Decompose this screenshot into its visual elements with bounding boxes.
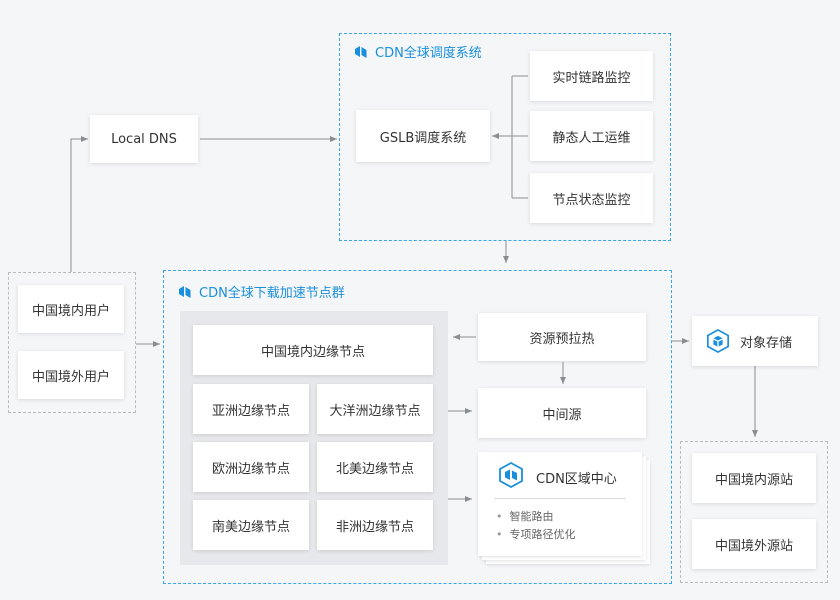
user-domestic: 中国境内用户 xyxy=(18,285,124,333)
gslb-label: GSLB调度系统 xyxy=(379,130,467,146)
origin-label: 中国境内源站 xyxy=(714,472,793,488)
monitor-label: 实时链路监控 xyxy=(552,70,631,86)
monitor-label: 静态人工运维 xyxy=(552,130,631,146)
monitor-manual-ops: 静态人工运维 xyxy=(530,111,653,161)
edge-node-africa: 非洲边缘节点 xyxy=(317,500,433,550)
local-dns-label: Local DNS xyxy=(111,131,177,147)
prefetch-box: 资源预拉热 xyxy=(478,313,646,361)
divider xyxy=(494,498,626,499)
user-label: 中国境外用户 xyxy=(31,369,110,385)
user-label: 中国境内用户 xyxy=(31,303,110,319)
origin-overseas: 中国境外源站 xyxy=(692,519,816,569)
feature-item: 智能路由 xyxy=(496,508,576,526)
edge-node-label: 中国境内边缘节点 xyxy=(260,344,365,360)
edge-node-label: 亚洲边缘节点 xyxy=(211,403,290,419)
region-center-icon xyxy=(498,461,524,489)
edge-node-label: 非洲边缘节点 xyxy=(335,519,414,535)
monitor-realtime-link: 实时链路监控 xyxy=(530,51,653,101)
origins-group xyxy=(680,441,828,583)
cdn-nodes-title: CDN全球下载加速节点群 xyxy=(177,282,345,301)
region-center-title: CDN区域中心 xyxy=(536,472,617,487)
object-storage-box: 对象存储 xyxy=(692,316,818,366)
cdn-dispatch-title-text: CDN全球调度系统 xyxy=(375,46,482,61)
edge-node-south-america: 南美边缘节点 xyxy=(193,500,309,550)
users-group xyxy=(8,272,136,413)
prefetch-label: 资源预拉热 xyxy=(529,331,595,347)
edge-node-europe: 欧洲边缘节点 xyxy=(193,442,309,492)
origin-domestic: 中国境内源站 xyxy=(692,453,816,503)
cdn-node-group xyxy=(163,270,672,584)
region-center-card: CDN区域中心 智能路由 专项路径优化 xyxy=(478,452,642,556)
edge-node-asia: 亚洲边缘节点 xyxy=(193,384,309,434)
object-storage-icon xyxy=(707,329,729,353)
gslb-box: GSLB调度系统 xyxy=(356,110,490,162)
edge-node-label: 大洋洲边缘节点 xyxy=(329,403,421,419)
origin-label: 中国境外源站 xyxy=(714,538,793,554)
edge-node-label: 欧洲边缘节点 xyxy=(211,461,290,477)
cdn-dispatch-group xyxy=(339,33,671,241)
middle-source-box: 中间源 xyxy=(478,388,646,438)
edge-node-label: 南美边缘节点 xyxy=(211,519,290,535)
cdn-logo-icon xyxy=(179,285,191,298)
edge-node-north-america: 北美边缘节点 xyxy=(317,442,433,492)
feature-item: 专项路径优化 xyxy=(496,526,576,544)
cdn-dispatch-title: CDN全球调度系统 xyxy=(353,42,482,61)
cdn-nodes-title-text: CDN全球下载加速节点群 xyxy=(199,286,345,301)
local-dns-box: Local DNS xyxy=(90,115,198,163)
edge-node-oceania: 大洋洲边缘节点 xyxy=(317,384,433,434)
cdn-logo-icon xyxy=(355,45,367,58)
region-center-features: 智能路由 专项路径优化 xyxy=(496,508,576,544)
object-storage-label: 对象存储 xyxy=(740,335,793,351)
middle-source-label: 中间源 xyxy=(542,407,582,423)
user-overseas: 中国境外用户 xyxy=(18,351,124,399)
edge-node-domestic: 中国境内边缘节点 xyxy=(193,325,433,375)
monitor-node-status: 节点状态监控 xyxy=(530,173,653,223)
monitor-label: 节点状态监控 xyxy=(552,192,631,208)
edge-node-label: 北美边缘节点 xyxy=(335,461,414,477)
